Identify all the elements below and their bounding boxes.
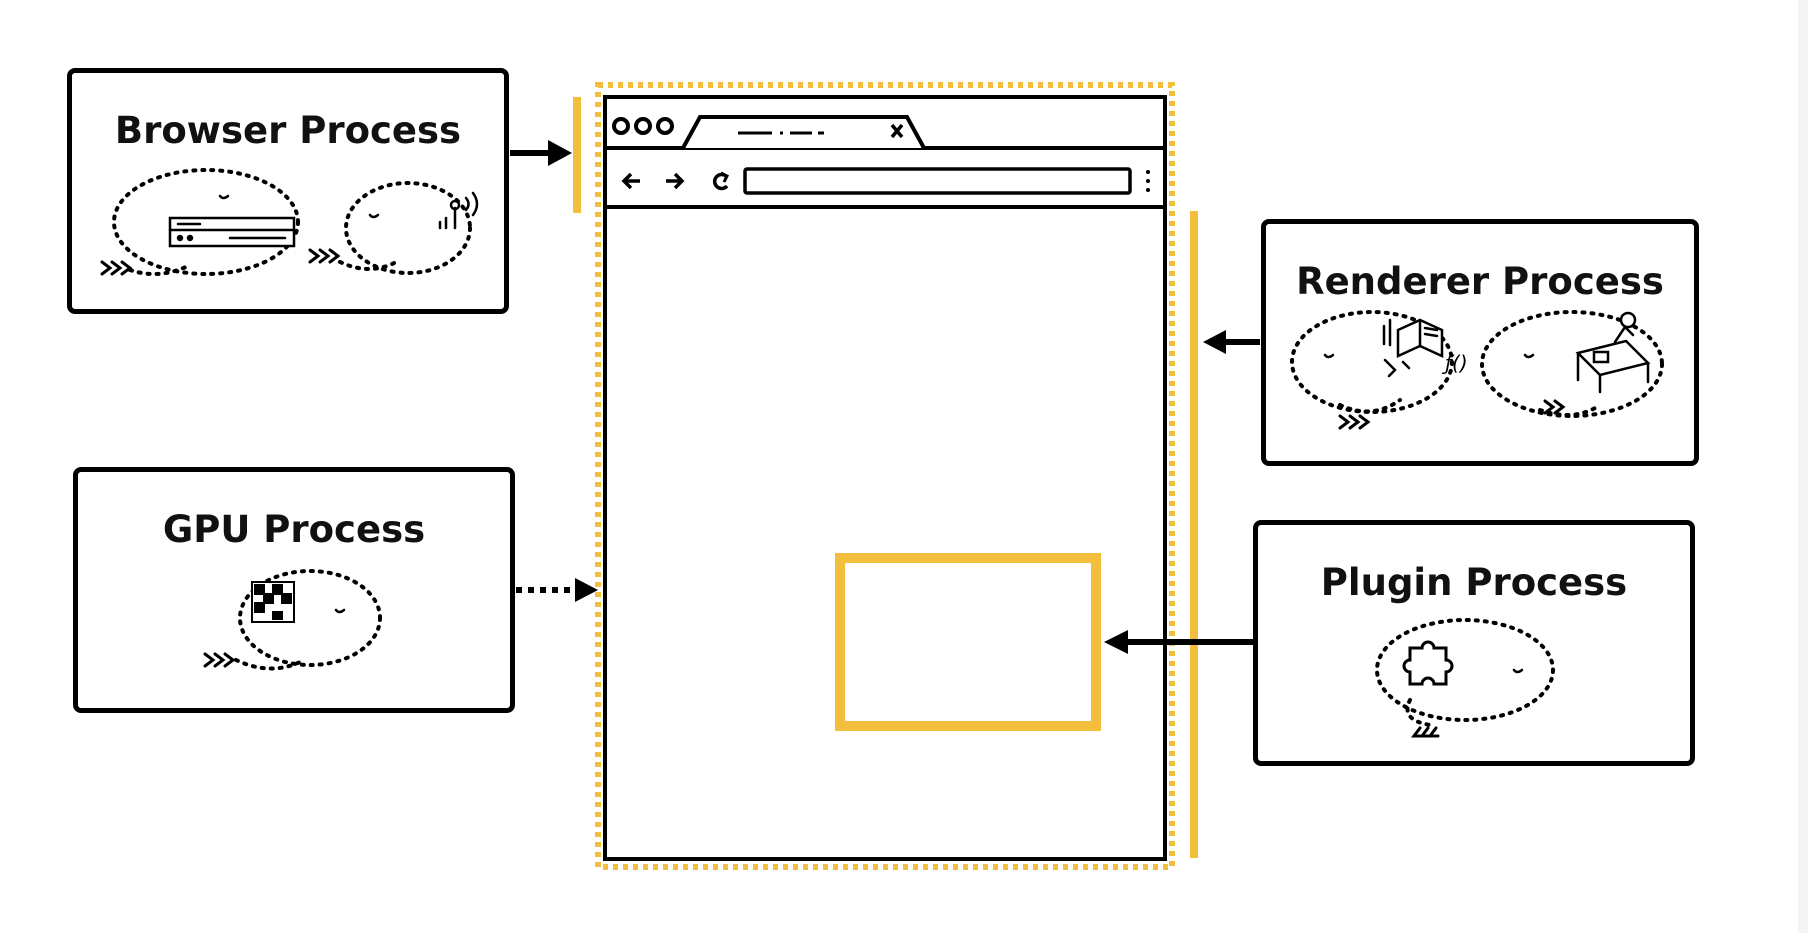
gpu-process-title: GPU Process [162, 508, 426, 551]
browser-process-box: Browser Process [67, 68, 509, 314]
kebab-menu-icon[interactable] [1146, 170, 1150, 192]
gpu-process-box: GPU Process [73, 467, 515, 713]
scrollbar-track[interactable] [1798, 0, 1808, 933]
browser-highlight-outline [595, 82, 1175, 870]
forward-arrow-icon[interactable] [666, 172, 685, 190]
tab-close-icon[interactable] [890, 123, 904, 139]
plugin-process-box: Plugin Process [1253, 520, 1695, 766]
browser-window [603, 95, 1167, 861]
gpu-process-arrow [516, 578, 598, 602]
browser-process-arrow [510, 140, 572, 166]
plugin-process-arrow [1104, 630, 1253, 654]
renderer-process-arrow [1203, 330, 1260, 354]
address-bar[interactable] [743, 167, 1132, 195]
plugin-process-title: Plugin Process [1320, 561, 1628, 604]
renderer-process-title: Renderer Process [1296, 260, 1664, 303]
back-arrow-icon[interactable] [621, 172, 640, 190]
browser-process-title: Browser Process [114, 109, 462, 152]
reload-icon[interactable] [712, 171, 730, 191]
renderer-process-box: Renderer Process [1261, 219, 1699, 466]
window-controls-icon [612, 117, 674, 135]
plugin-content-area [835, 553, 1101, 731]
